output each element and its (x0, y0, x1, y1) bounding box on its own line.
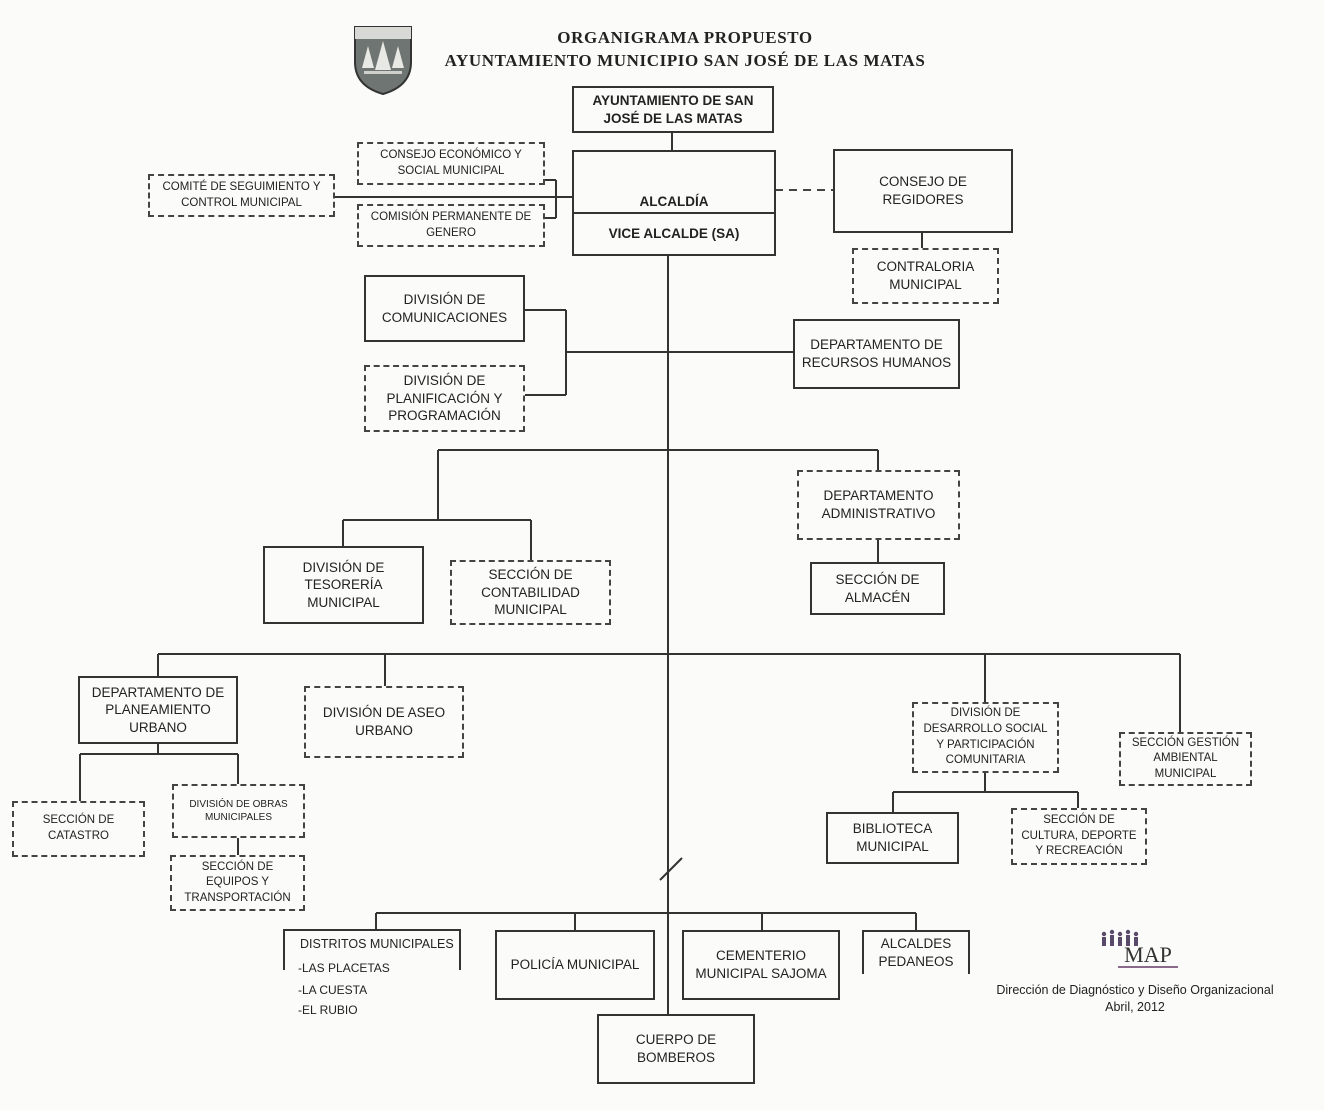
box-alcaldes-pedaneos: ALCALDES PEDANEOS (862, 930, 970, 974)
municipal-crest-logo (354, 26, 412, 96)
box-seccion-equipos: SECCIÓN DE EQUIPOS Y TRANSPORTACIÓN (170, 855, 305, 911)
box-division-desarrollo-social: DIVISIÓN DE DESARROLLO SOCIAL Y PARTICIP… (912, 702, 1059, 773)
distritos-title: DISTRITOS MUNICIPALES (300, 937, 454, 951)
distritos-municipales: DISTRITOS MUNICIPALES -LAS PLACETAS -LA … (280, 928, 470, 1028)
footer-directorate: Dirección de Diagnóstico y Diseño Organi… (996, 983, 1274, 997)
box-policia: POLICÍA MUNICIPAL (495, 930, 655, 1000)
box-cementerio: CEMENTERIO MUNICIPAL SAJOMA (682, 930, 840, 1000)
footer-date: Abril, 2012 (1105, 1000, 1165, 1014)
distrito-item: -LAS PLACETAS (298, 961, 390, 975)
alcaldia-label: ALCALDÍA (639, 194, 709, 210)
box-division-obras: DIVISIÓN DE OBRAS MUNICIPALES (172, 784, 305, 838)
vice-alcalde-label: VICE ALCALDE (SA) (574, 212, 774, 254)
box-division-comunicaciones: DIVISIÓN DE COMUNICACIONES (364, 275, 525, 342)
map-logo: MAP (1101, 929, 1178, 968)
box-ayuntamiento: AYUNTAMIENTO DE SAN JOSÉ DE LAS MATAS (572, 86, 774, 133)
box-comision-genero: COMISIÓN PERMANENTE DE GENERO (357, 204, 545, 247)
box-cuerpo-bomberos: CUERPO DE BOMBEROS (597, 1014, 755, 1084)
box-division-planificacion: DIVISIÓN DE PLANIFICACIÓN Y PROGRAMACIÓN (364, 365, 525, 432)
box-departamento-administrativo: DEPARTAMENTO ADMINISTRATIVO (797, 470, 960, 540)
box-contraloria: CONTRALORIA MUNICIPAL (852, 248, 999, 304)
box-departamento-rrhh: DEPARTAMENTO DE RECURSOS HUMANOS (793, 319, 960, 389)
box-division-aseo: DIVISIÓN DE ASEO URBANO (304, 686, 464, 758)
box-biblioteca: BIBLIOTECA MUNICIPAL (826, 812, 959, 864)
map-logo-text: MAP (1124, 942, 1172, 967)
box-seccion-almacen: SECCIÓN DE ALMACÉN (810, 562, 945, 615)
distrito-item: -LA CUESTA (298, 983, 368, 997)
box-consejo-economico: CONSEJO ECONÓMICO Y SOCIAL MUNICIPAL (357, 142, 545, 185)
distrito-item: -EL RUBIO (298, 1003, 358, 1017)
box-alcaldia: ALCALDÍA VICE ALCALDE (SA) (572, 150, 776, 256)
box-seccion-contabilidad: SECCIÓN DE CONTABILIDAD MUNICIPAL (450, 560, 611, 625)
chart-title-line2: AYUNTAMIENTO MUNICIPIO SAN JOSÉ DE LAS M… (444, 51, 926, 70)
box-departamento-planeamiento: DEPARTAMENTO DE PLANEAMIENTO URBANO (78, 676, 238, 744)
box-comite-seguimiento: COMITÉ DE SEGUIMIENTO Y CONTROL MUNICIPA… (148, 174, 335, 217)
chart-title-line1: ORGANIGRAMA PROPUESTO (557, 28, 813, 47)
box-seccion-cultura: SECCIÓN DE CULTURA, DEPORTE Y RECREACIÓN (1011, 808, 1147, 865)
box-seccion-catastro: SECCIÓN DE CATASTRO (12, 801, 145, 857)
box-division-tesoreria: DIVISIÓN DE TESORERÍA MUNICIPAL (263, 546, 424, 624)
box-seccion-gestion-ambiental: SECCIÓN GESTIÓN AMBIENTAL MUNICIPAL (1119, 732, 1252, 786)
box-consejo-regidores: CONSEJO DE REGIDORES (833, 149, 1013, 233)
